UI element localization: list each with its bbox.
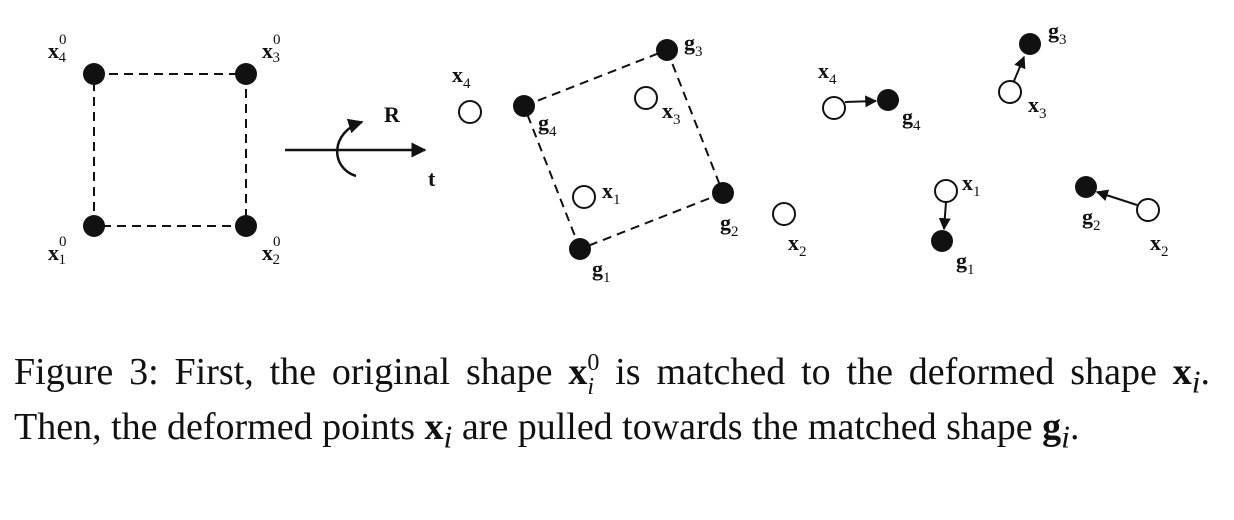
pull-arrow-4 xyxy=(844,95,878,108)
label-g3: g3 xyxy=(684,30,703,60)
point-g2-target xyxy=(1075,176,1097,198)
point-x4 xyxy=(458,100,482,124)
label-g1: g1 xyxy=(592,256,611,286)
label-g1-p3: g1 xyxy=(956,248,975,278)
caption-text-4: are pulled towards the matched shape xyxy=(452,405,1043,448)
pull-arrow-3 xyxy=(1013,55,1026,82)
point-x1-0 xyxy=(83,215,105,237)
point-x3-0 xyxy=(235,63,257,85)
point-g2 xyxy=(712,182,734,204)
caption-symbol-x-i-2: xi xyxy=(424,405,453,455)
caption-text-1: Figure 3: First, the original shape xyxy=(14,351,569,393)
point-x4-0 xyxy=(83,63,105,85)
point-g1 xyxy=(569,238,591,260)
label-g4-p3: g4 xyxy=(902,104,921,134)
point-g1-target xyxy=(931,230,953,252)
label-x4: x4 xyxy=(452,62,471,92)
label-g4: g4 xyxy=(538,110,557,140)
point-x1-pulled xyxy=(934,179,958,203)
caption-text-5: . xyxy=(1069,405,1080,448)
point-x1 xyxy=(572,185,596,209)
original-square-outline xyxy=(93,73,247,227)
rotation-label: R xyxy=(384,102,401,127)
caption-symbol-g-i: gi xyxy=(1042,405,1070,455)
label-g2: g2 xyxy=(720,210,739,240)
label-x3-p3: x3 xyxy=(1028,92,1047,122)
label-x2-p3: x2 xyxy=(1150,230,1169,260)
label-g3-p3: g3 xyxy=(1048,18,1067,48)
panel-pulled-points: x4 g4 x3 g3 x1 g1 x2 g2 xyxy=(818,18,1169,278)
point-g4-target xyxy=(877,89,899,111)
label-x1: x1 xyxy=(602,178,621,208)
point-x3 xyxy=(634,86,658,110)
matched-square-outline xyxy=(523,49,724,250)
label-g2-p3: g2 xyxy=(1082,204,1101,234)
panel-matched-shape: x1 x2 x3 x4 g1 g2 g3 g4 xyxy=(452,30,807,286)
point-g3-target xyxy=(1019,33,1041,55)
point-x2-pulled xyxy=(1136,198,1160,222)
label-x4-p3: x4 xyxy=(818,58,837,88)
point-x2 xyxy=(772,202,796,226)
point-x2-0 xyxy=(235,215,257,237)
label-x1-p3: x1 xyxy=(962,170,981,200)
transform-symbol: R t xyxy=(285,102,436,191)
caption-text-3: . Then, the deformed points xyxy=(14,351,1210,448)
pull-arrow-1 xyxy=(938,201,951,231)
caption-text-2: is matched to the deformed shape xyxy=(599,351,1173,393)
point-x4-pulled xyxy=(822,96,846,120)
rotation-arrow-icon xyxy=(336,118,364,178)
point-g3 xyxy=(656,39,678,61)
point-g4 xyxy=(513,95,535,117)
label-x2: x2 xyxy=(788,230,807,260)
label-x3: x3 xyxy=(662,98,681,128)
point-x3-pulled xyxy=(998,80,1022,104)
translation-label: t xyxy=(428,166,436,191)
pull-arrow-2 xyxy=(1095,189,1138,206)
caption-symbol-x-i: xi xyxy=(1172,351,1201,400)
